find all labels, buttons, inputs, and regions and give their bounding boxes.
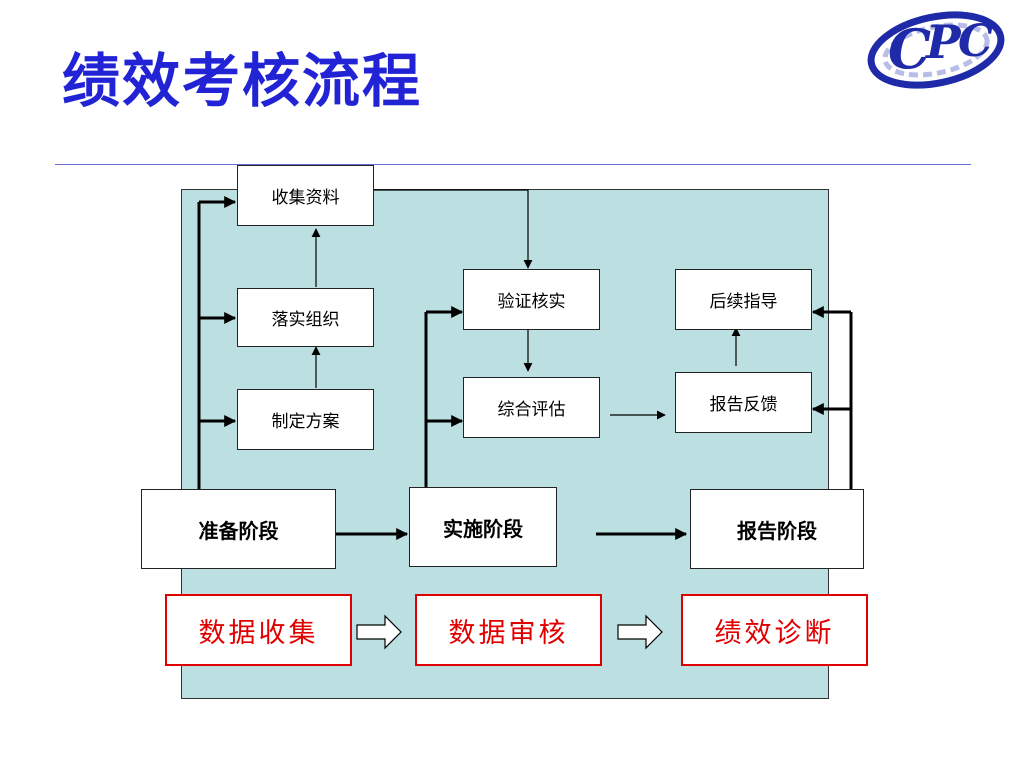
stage-report: 报告阶段 [690,489,864,569]
page-title: 绩效考核流程 [62,47,423,115]
outcome-data-review: 数据审核 [415,594,602,666]
step-follow-up-guidance: 后续指导 [675,269,812,330]
outcome-data-collection: 数据收集 [165,594,352,666]
stage-preparation: 准备阶段 [141,489,336,569]
step-organize: 落实组织 [237,288,374,347]
hollow-arrow-1 [356,614,402,650]
step-report-feedback: 报告反馈 [675,372,812,433]
arrow-collect-to-verify [374,189,533,269]
stage-implementation: 实施阶段 [409,487,557,567]
cpc-logo: C P C [867,11,1005,89]
outcome-performance-diagnosis: 绩效诊断 [681,594,868,666]
svg-text:C: C [888,17,931,81]
step-make-plan: 制定方案 [237,389,374,450]
title-divider [55,164,971,165]
step-verify: 验证核实 [463,269,600,330]
svg-text:P: P [924,15,962,69]
step-evaluate: 综合评估 [463,377,600,438]
svg-text:C: C [958,16,993,67]
hollow-arrow-2 [617,614,663,650]
step-collect-data: 收集资料 [237,165,374,226]
